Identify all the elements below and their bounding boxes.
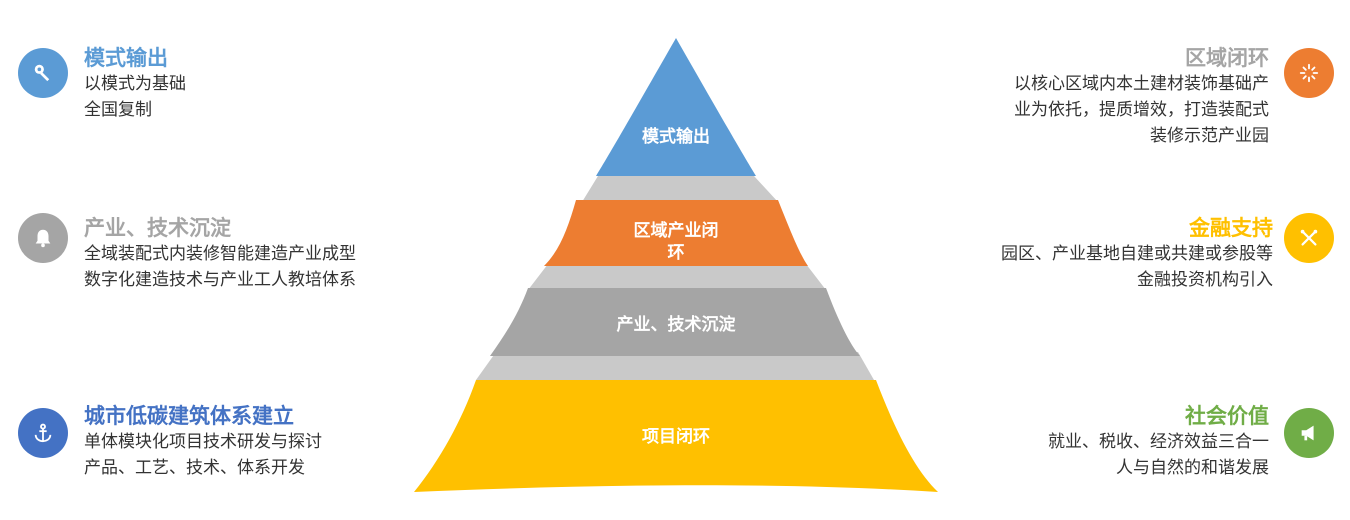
sparkle-icon <box>1284 48 1334 98</box>
desc-line: 就业、税收、经济效益三合一 <box>1048 432 1269 452</box>
megaphone-icon <box>1284 408 1334 458</box>
connector-2 <box>528 264 826 290</box>
connector-3 <box>476 352 874 380</box>
right-item-3-desc: 就业、税收、经济效益三合一 人与自然的和谐发展 <box>1048 429 1269 481</box>
left-item-1-title: 模式输出 <box>84 46 168 70</box>
key-icon <box>18 48 68 98</box>
right-item-3-title: 社会价值 <box>1185 404 1269 428</box>
left-item-3-desc: 单体模块化项目技术研发与探讨 产品、工艺、技术、体系开发 <box>84 429 322 481</box>
desc-line: 业为依托，提质增效，打造装配式 <box>1014 100 1269 120</box>
anchor-icon <box>18 408 68 458</box>
layer-second-label: 区域产业闭 环 <box>596 220 756 264</box>
layer-second-label-line1: 区域产业闭 <box>633 221 719 241</box>
desc-line: 单体模块化项目技术研发与探讨 <box>84 432 322 452</box>
left-item-2-desc: 全域装配式内装修智能建造产业成型 数字化建造技术与产业工人教培体系 <box>84 241 356 293</box>
desc-line: 数字化建造技术与产业工人教培体系 <box>84 270 356 290</box>
layer-top-label: 模式输出 <box>642 127 710 147</box>
desc-line: 金融投资机构引入 <box>1137 270 1273 290</box>
desc-line: 全域装配式内装修智能建造产业成型 <box>84 244 356 264</box>
desc-line: 装修示范产业园 <box>1150 126 1269 146</box>
left-item-2-title: 产业、技术沉淀 <box>84 216 231 240</box>
right-item-2-desc: 园区、产业基地自建或共建或参股等 金融投资机构引入 <box>1001 241 1273 293</box>
desc-line: 产品、工艺、技术、体系开发 <box>84 458 305 478</box>
layer-second <box>544 200 808 266</box>
layer-second-label-line2: 环 <box>667 243 685 263</box>
right-item-1-title: 区域闭环 <box>1185 46 1269 70</box>
bell-icon <box>18 213 68 263</box>
layer-third-label: 产业、技术沉淀 <box>616 315 736 335</box>
desc-line: 园区、产业基地自建或共建或参股等 <box>1001 244 1273 264</box>
right-item-1-desc: 以核心区域内本土建材装饰基础产 业为依托，提质增效，打造装配式 装修示范产业园 <box>1014 71 1269 149</box>
connector-1 <box>582 176 778 202</box>
desc-line: 以模式为基础 <box>84 74 186 94</box>
desc-line: 全国复制 <box>84 100 152 120</box>
right-item-2-title: 金融支持 <box>1189 216 1273 240</box>
layer-bottom <box>414 380 938 492</box>
layer-top <box>596 38 756 176</box>
layer-third <box>490 288 860 356</box>
desc-line: 人与自然的和谐发展 <box>1116 458 1269 478</box>
left-item-1-desc: 以模式为基础 全国复制 <box>84 71 186 123</box>
tools-icon <box>1284 213 1334 263</box>
left-item-3-title: 城市低碳建筑体系建立 <box>84 404 294 428</box>
layer-bottom-label: 项目闭环 <box>642 427 710 447</box>
desc-line: 以核心区域内本土建材装饰基础产 <box>1014 74 1269 94</box>
